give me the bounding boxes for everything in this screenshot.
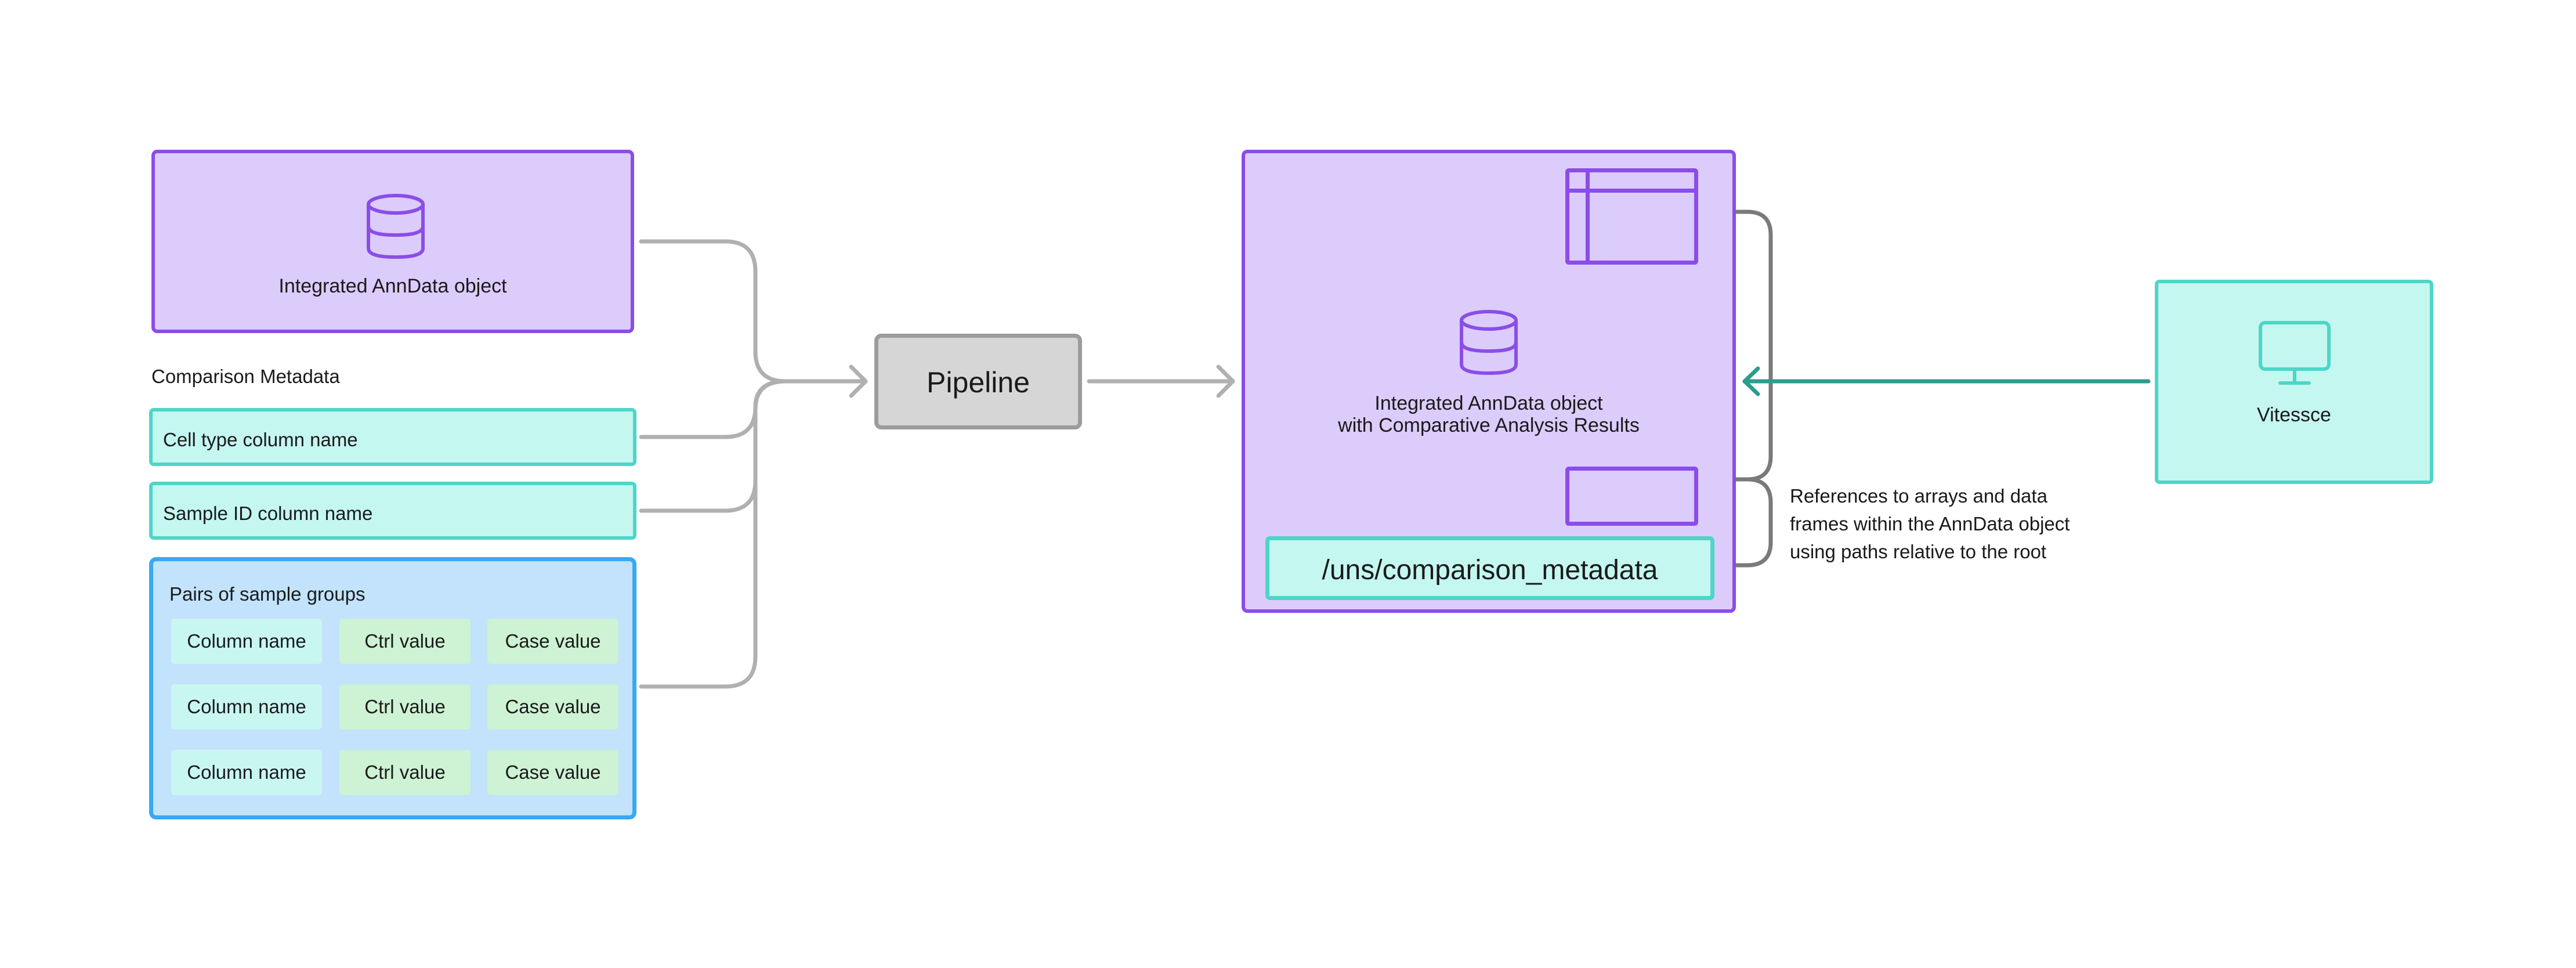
annotation-line-3: using paths relative to the root xyxy=(1790,541,2047,562)
pair-row-3-ctrl: Ctrl value xyxy=(339,750,471,795)
sample-id-column-label: Sample ID column name xyxy=(163,503,373,524)
connector-pairs-to-pipeline xyxy=(639,379,788,689)
uns-comparison-metadata-box: /uns/comparison_metadata xyxy=(1265,536,1714,600)
pair-row-1-column: Column name xyxy=(171,619,322,664)
array-rect-icon xyxy=(1565,467,1698,526)
pairs-title: Pairs of sample groups xyxy=(169,583,366,605)
vitessce-label: Vitessce xyxy=(2257,404,2331,426)
database-icon xyxy=(367,194,425,259)
monitor-icon xyxy=(2259,321,2331,385)
pair-row-1-ctrl: Ctrl value xyxy=(339,619,471,664)
vitessce-box: Vitessce xyxy=(2155,280,2433,484)
annotation-line-1: References to arrays and data xyxy=(1790,485,2047,507)
cell-type-column-box: Cell type column name xyxy=(149,408,636,466)
database-icon xyxy=(1460,310,1518,375)
input-anndata-label: Integrated AnnData object xyxy=(278,275,507,297)
input-anndata-box: Integrated AnnData object xyxy=(151,150,634,333)
uns-comparison-metadata-label: /uns/comparison_metadata xyxy=(1322,555,1658,586)
table-icon xyxy=(1565,168,1698,265)
connector-sampleid-to-pipeline xyxy=(639,379,788,513)
comparison-metadata-title: Comparison Metadata xyxy=(151,366,340,387)
pipeline-label: Pipeline xyxy=(927,366,1030,399)
pair-row-3-column: Column name xyxy=(171,750,322,795)
table-icon-header-divider xyxy=(1569,189,1694,193)
output-anndata-box: Integrated AnnData object with Comparati… xyxy=(1242,150,1736,613)
cell-type-column-label: Cell type column name xyxy=(163,429,358,450)
pair-row-2-column: Column name xyxy=(171,684,322,729)
pairs-of-sample-groups-box: Pairs of sample groups Column name Ctrl … xyxy=(149,557,636,819)
connector-anndata-to-pipeline xyxy=(639,239,867,384)
output-title-line1: Integrated AnnData object xyxy=(1374,392,1603,414)
pipeline-box: Pipeline xyxy=(874,334,1082,429)
annotation-line-2: frames within the AnnData object xyxy=(1790,513,2070,534)
table-icon-column-divider xyxy=(1586,172,1590,261)
connector-arrowhead-output xyxy=(1216,364,1235,398)
vitessce-arrowhead xyxy=(1742,366,1760,396)
reference-arrow-path xyxy=(1706,210,1773,568)
pair-row-2-case: Case value xyxy=(487,684,618,729)
pair-row-3-case: Case value xyxy=(487,750,618,795)
output-title-line2: with Comparative Analysis Results xyxy=(1338,414,1640,436)
sample-id-column-box: Sample ID column name xyxy=(149,482,636,540)
pair-row-1-case: Case value xyxy=(487,619,618,664)
connector-arrowhead-pipeline xyxy=(849,364,868,398)
pair-row-2-ctrl: Ctrl value xyxy=(339,684,471,729)
